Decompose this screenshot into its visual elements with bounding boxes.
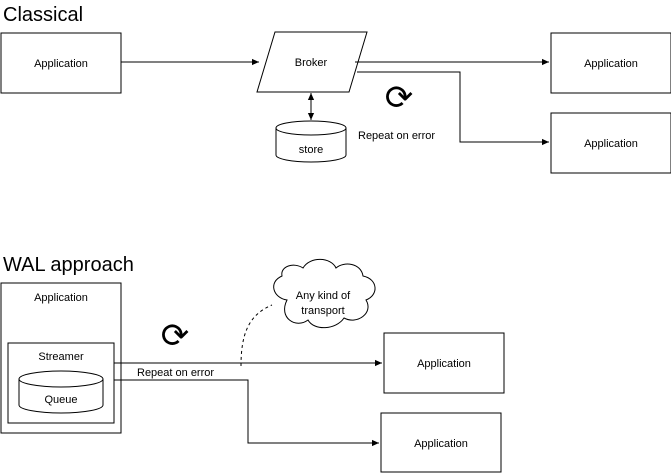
wal-target-application-2-label: Application [414, 438, 468, 450]
wal-heading: WAL approach [3, 254, 134, 276]
classical-source-application-label: Application [34, 58, 88, 70]
streamer-label: Streamer [38, 351, 84, 363]
streamer-to-app2-arrow [114, 379, 379, 447]
classical-target-application-1-label: Application [584, 58, 638, 70]
queue-cylinder: Queue [18, 370, 104, 414]
broker-label: Broker [295, 57, 328, 69]
classical-target-application-2-label: Application [584, 138, 638, 150]
store-label: store [299, 144, 323, 156]
queue-label: Queue [44, 394, 77, 406]
classical-source-application: Application [0, 32, 122, 94]
cycle-arrow-icon: ⟳ [161, 316, 190, 356]
wal-source-application-label: Application [34, 292, 88, 304]
wal-target-application-1: Application [383, 332, 505, 394]
broker-to-app2-arrow [357, 71, 549, 146]
classical-heading: Classical [3, 4, 83, 26]
classical-retry-label: Repeat on error [358, 130, 435, 142]
cycle-arrow-icon: ⟳ [385, 78, 414, 118]
store-cylinder: store [275, 120, 347, 163]
transport-connector-dashed [240, 304, 273, 367]
wal-retry-label: Repeat on error [137, 367, 214, 379]
wal-target-application-2: Application [380, 412, 502, 473]
transport-cloud-line1: Any kind of [296, 290, 351, 302]
transport-cloud-line2: transport [301, 305, 344, 317]
transport-cloud: Any kind of transport [273, 258, 376, 329]
classical-target-application-1: Application [550, 32, 671, 94]
broker-node: Broker [256, 31, 368, 93]
classical-target-application-2: Application [550, 112, 671, 174]
wal-target-application-1-label: Application [417, 358, 471, 370]
